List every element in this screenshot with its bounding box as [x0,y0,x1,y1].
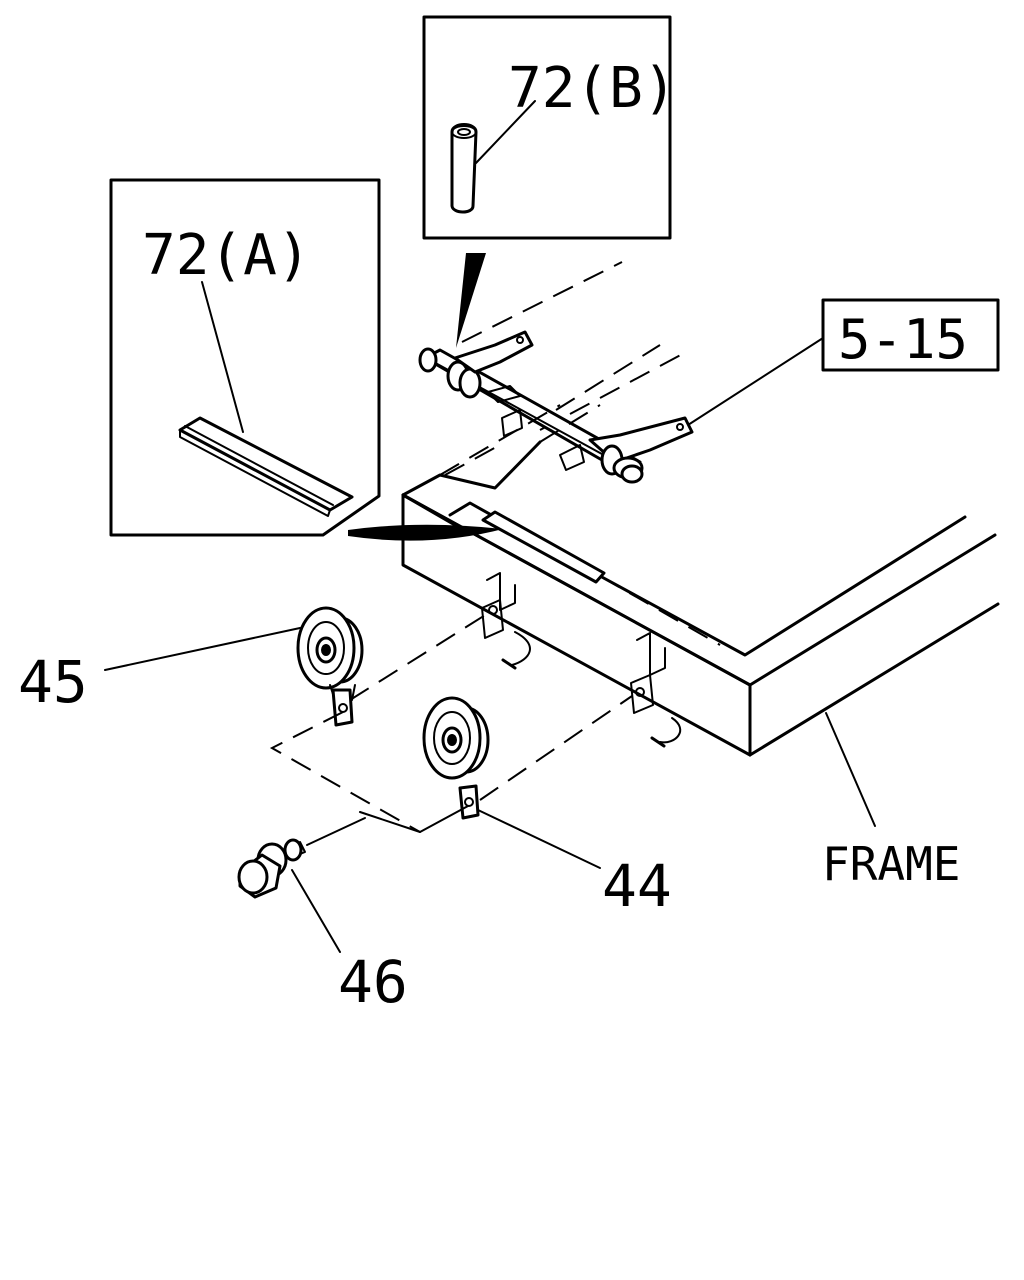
label-72b: 72(B) [508,56,677,121]
detail-box-72a: 72(A) [109,178,381,537]
label-5-15: 5-15 [838,308,968,371]
leader-45 [104,627,301,671]
leader-72b [475,100,536,164]
pointer-wedge-72b [456,253,486,348]
leader-5-15 [687,337,824,426]
assembly-lines [269,611,633,846]
label-45: 45 [18,648,88,716]
label-frame: FRAME [822,837,960,891]
horn-44 [422,696,490,820]
strip-72a-part [178,416,354,517]
label-72a: 72(A) [142,223,311,288]
leader-44 [477,809,601,869]
horn-45 [296,606,364,727]
bolt-46 [237,838,306,899]
detail-box-72b: 72(B) [422,15,677,240]
pipe-72b-part [450,123,478,214]
reference-box-5-15: 5-15 [821,298,1000,372]
label-44: 44 [602,852,672,920]
leader-frame [825,712,876,827]
leader-72a [201,281,244,433]
frame-rail [401,404,1000,757]
label-46: 46 [338,948,408,1016]
cross-member-assembly [418,261,694,484]
leader-46 [291,869,341,953]
